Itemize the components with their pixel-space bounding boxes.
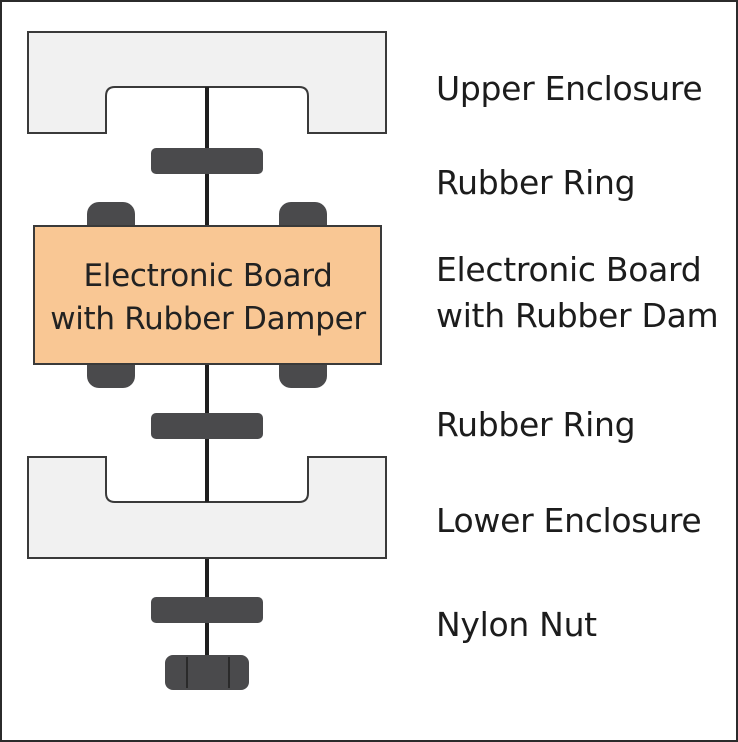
electronic-board (33, 225, 382, 365)
upper-enclosure (27, 31, 387, 134)
label-rubber-ring-bottom: Rubber Ring (436, 405, 636, 444)
label-nylon-nut: Nylon Nut (436, 605, 597, 644)
label-rubber-ring-top: Rubber Ring (436, 163, 636, 202)
label-lower-enclosure: Lower Enclosure (436, 501, 702, 540)
rubber-ring-bottom (151, 413, 263, 439)
board-text-line1: Electronic Board (84, 258, 333, 294)
label-electronic-board-line2: with Rubber Dam (436, 296, 719, 335)
nylon-washer (151, 597, 263, 623)
rubber-ring-top (151, 148, 263, 174)
label-electronic-board-line1: Electronic Board (436, 250, 702, 289)
label-upper-enclosure: Upper Enclosure (436, 69, 703, 108)
nylon-nut (165, 655, 249, 690)
board-text-line2: with Rubber Damper (50, 301, 366, 337)
lower-enclosure (27, 456, 387, 559)
